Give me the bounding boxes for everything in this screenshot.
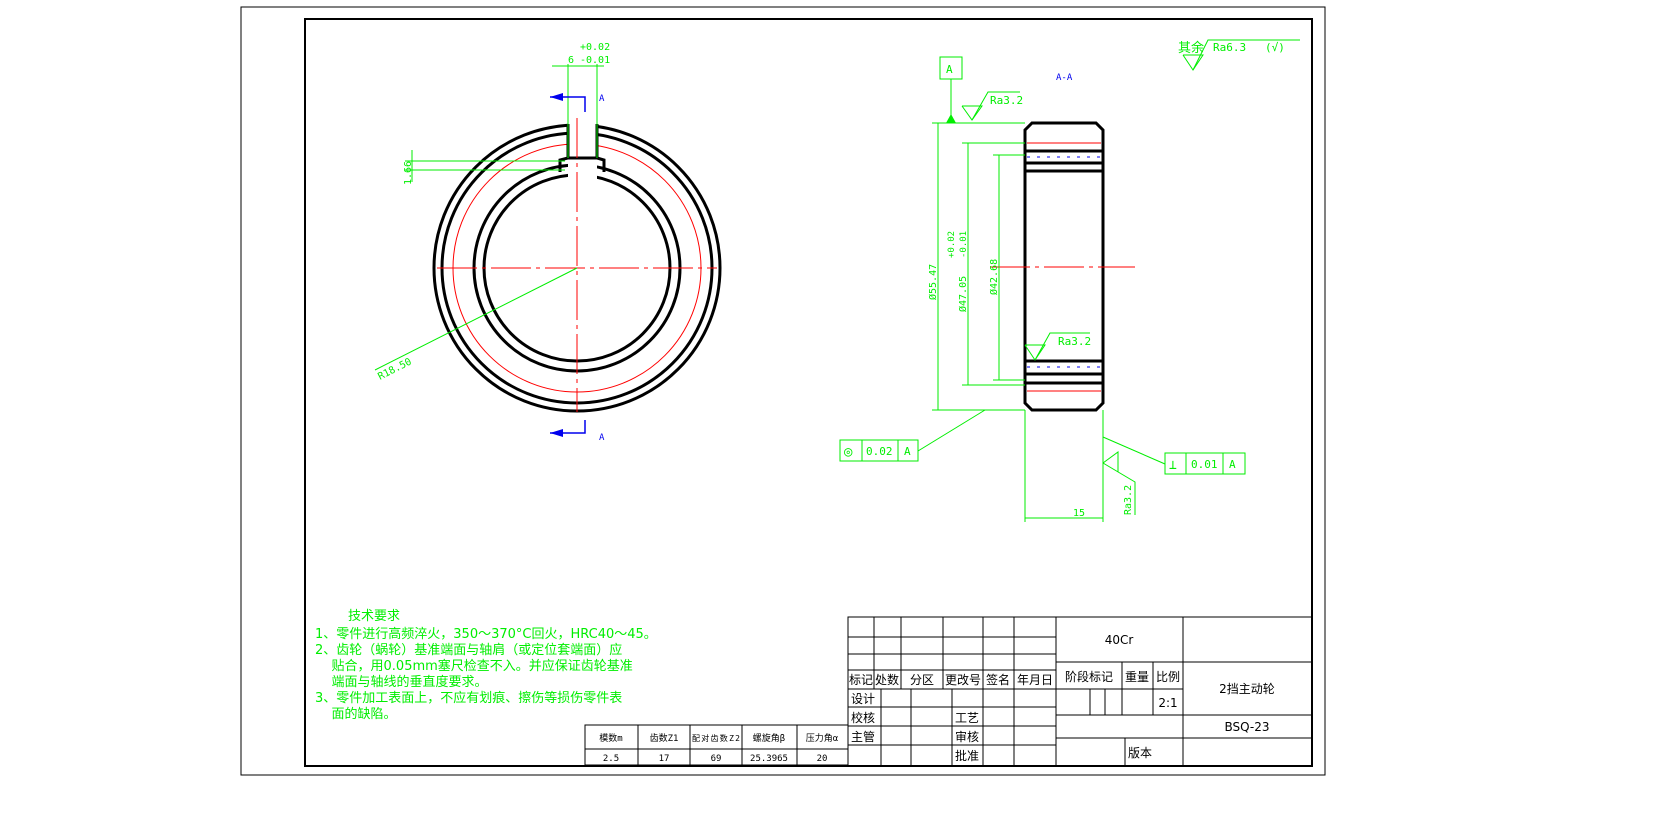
section-view: A-A A Ø55.47 Ø47.05 +0.02 -0.01 Ø42.68 [927,56,1136,522]
drawing-label: 螺旋角β [753,732,785,744]
drawing-label: 模数m [599,732,622,744]
drawing-label: 3、零件加工表面上，不应有划痕、擦伤等损伤零件表 [315,690,622,706]
drawing-label: 更改号 [945,673,981,687]
drawing-label: A [599,433,605,443]
drawing-label: 分区 [910,673,934,687]
drawing-label: Ø47.05 [957,276,969,312]
drawing-label: 主管 [851,729,875,744]
gear-parameter-table: 模数m 齿数Z1 配对齿数Z2 螺旋角β 压力角α 2.5 17 69 25.3… [584,724,849,766]
drawing-label: 比例 [1156,670,1180,684]
drawing-label: 校核 [851,710,875,725]
drawing-label: 配对齿数Z2 [692,733,740,743]
front-view: 6 +0.02 -0.01 1.66 R18.50 A A [374,42,722,443]
drawing-label: 压力角α [806,732,839,744]
drawing-label: 25.3965 [750,754,788,764]
drawing-label: (√) [1265,41,1285,54]
drawing-label: -0.01 [580,55,610,66]
drawing-label: 批准 [955,748,979,763]
drawing-label: Ra6.3 [1213,41,1246,54]
drawing-label: 签名 [986,672,1010,687]
drawing-label: 17 [659,754,670,764]
drawing-label: 版本 [1128,746,1152,760]
drawing-label: 0.01 [1191,458,1218,471]
title-block: 标记 处数 分区 更改号 签名 年月日 设计 校核 主管 工艺 审核 批准 40… [847,616,1313,767]
drawing-label: 年月日 [1017,673,1053,687]
drawing-label: Ra3.2 [990,94,1023,107]
concentricity-frame: ◎ 0.02 A [839,409,986,462]
drawing-label: 20 [817,754,828,764]
drawing-label: 工艺 [955,711,979,725]
drawing-label: 标记 [849,673,873,687]
drawing-label: 技术要求 [348,609,400,624]
perpendicularity-frame: ⊥ 0.01 A [1102,436,1246,475]
drawing-label: 贴合，用0.05mm塞尺检查不入。并应保证齿轮基准 [315,658,633,674]
drawing-label: A [1229,458,1236,471]
drawing-label: 6 [568,55,574,66]
drawing-label: Ra3.2 [1123,485,1134,515]
drawing-label: 其余 [1178,40,1204,56]
sheet-border [240,6,1326,776]
drawing-label: 审核 [955,729,979,744]
drawing-label: 2挡主动轮 [1219,682,1275,696]
drawing-label: A [599,94,605,104]
drawing-label: +0.02 [947,231,957,258]
drawing-label: 端面与轴线的垂直度要求。 [315,674,488,690]
drawing-label: 40Cr [1105,633,1134,647]
drawing-label: 面的缺陷。 [315,706,397,722]
drawing-label: A [904,445,911,458]
drawing-label: ⊥ [1169,458,1177,473]
drawing-label: Ø55.47 [927,264,939,300]
drawing-label: 2:1 [1158,696,1177,710]
drawing-label: 重量 [1125,670,1149,684]
drawing-label: 15 [1073,508,1085,519]
drawing-label: 处数 [875,672,899,687]
drawing-label: A-A [1056,73,1073,83]
drawing-label: 齿数Z1 [650,732,679,744]
drawing-label: Ra3.2 [1058,335,1091,348]
drawing-label: 0.02 [866,445,893,458]
drawing-label: 1、零件进行高频淬火，350～370°C回火，HRC40～45。 [315,626,657,642]
drawing-label: ◎ [844,444,853,460]
drawing-label: 1.66 [403,161,414,185]
drawing-label: A [946,63,953,76]
drawing-label: 阶段标记 [1065,669,1113,684]
drawing-label: 69 [711,754,722,764]
drawing-label: 2.5 [603,754,619,764]
general-roughness: 其余 Ra6.3 (√) [1178,39,1300,71]
drawing-label: BSQ-23 [1224,720,1269,734]
drawing-label: 2、齿轮（蜗轮）基准端面与轴肩（或定位套端面）应 [315,642,622,658]
drawing-label: -0.01 [959,231,969,258]
technical-requirements: 技术要求 1、零件进行高频淬火，350～370°C回火，HRC40～45。 2、… [315,609,657,722]
drawing-label: +0.02 [580,42,610,53]
drawing-label: 设计 [851,692,875,706]
drawing-label: Ø42.68 [988,259,1000,295]
drawing-frame [304,18,1313,767]
